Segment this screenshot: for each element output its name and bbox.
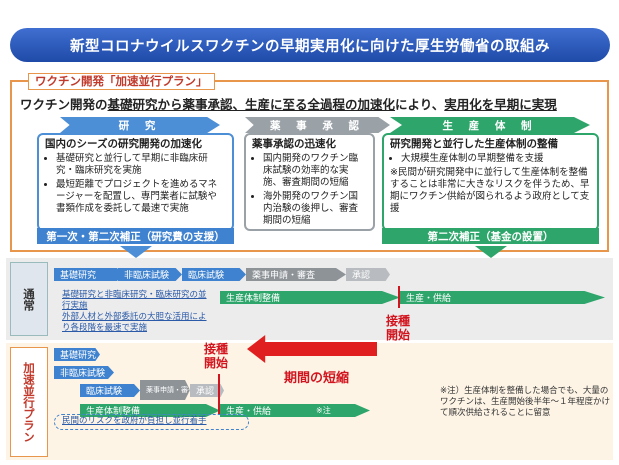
supply-note-mark: ※注 [316,406,331,415]
normal-step-approval: 承認 [346,268,390,281]
column-header-research: 研 究 [60,117,220,133]
normal-step-application: 薬事申請・審査 [246,268,346,281]
accel-band [6,343,613,460]
research-box-title: 国内のシーズの研究開発の加速化 [45,138,202,150]
plan-lead: ワクチン開発の基礎研究から薬事承認、生産に至る全過程の加速化により、実用化を早期… [20,94,605,114]
column-header-production: 生 産 体 制 [390,117,590,133]
accel-step-production-setup: 生産体制整備 [80,404,220,417]
normal-notes: 基礎研究と非臨床研究・臨床研究の並行実施 外部人材と外部委託の大胆な活用により各… [62,290,207,333]
risk-bracket [54,414,249,430]
normal-step-nonclinical: 非臨床試験 [118,268,182,281]
footnote: ※注）生産体制を整備した場合でも、大量のワクチンは、生産開始後半年～１年程度かけ… [440,386,611,418]
accel-step-approval: 承認 [190,384,224,397]
approval-item: 海外開発のワクチン国内治験の後押し、審査期間の短縮 [263,191,367,227]
lead-underline-2: 実用化を早期に実現 [444,97,557,112]
vaccination-start-accel: 接種 開始 [204,342,229,370]
funding-bar-research: 第一次・第二次補正（研究費の支援） [37,228,234,244]
approval-item: 国内開発のワクチン臨床試験の効率的な実施、審査期間の短縮 [263,153,367,189]
vaccination-marker-accel [218,374,220,414]
funding-bar-production: 第二次補正（基金の設置） [382,228,599,244]
production-box: 研究開発と並行した生産体制の整備 大規模生産体制の早期整備を支援 ※民間が研究開… [382,133,599,231]
column-header-approval: 薬 事 承 認 [245,117,390,133]
production-item: 大規模生産体制の早期整備を支援 [401,153,591,165]
down-arrow-icon [475,246,507,258]
approval-box: 薬事承認の迅速化 国内開発のワクチン臨床試験の効率的な実施、審査期間の短縮 海外… [244,133,375,231]
accel-step-application: 薬事申請・審査 [140,380,190,400]
accel-step-clinical: 臨床試験 [80,384,140,397]
normal-step-basic-research: 基礎研究 [54,268,124,281]
normal-row-label: 通常 [10,262,48,336]
lead-underline-1: 基礎研究から薬事承認、生産に至る全過程の加速化 [107,97,396,112]
period-shortening: 期間の短縮 [284,371,350,386]
page-title: 新型コロナウイルスワクチンの早期実用化に向けた厚生労働省の取組み [10,28,610,62]
production-box-title: 研究開発と並行した生産体制の整備 [390,138,558,150]
vaccination-marker-normal [398,286,400,308]
accel-step-basic-research: 基礎研究 [54,348,100,361]
production-note: ※民間が研究開発中に並行して生産体制を整備することは非常に大きなリスクを伴うため… [390,167,590,214]
normal-step-supply: 生産・供給 [400,291,605,304]
research-item: 最短距離でプロジェクトを進めるマネージャーを配置し、専門業者に試験や書類作成を委… [56,179,226,215]
lead-prefix: ワクチン開発の [20,97,108,112]
normal-step-production-setup: 生産体制整備 [220,291,400,304]
vaccination-start-normal: 接種 開始 [386,314,411,342]
accel-step-supply: 生産・供給 [220,404,370,417]
research-item: 基礎研究と並行して早期に非臨床研究・臨床研究を実施 [56,153,226,177]
plan-label: ワクチン開発「加速並行プラン」 [28,73,215,90]
research-box: 国内のシーズの研究開発の加速化 基礎研究と並行して早期に非臨床研究・臨床研究を実… [37,133,234,231]
lead-mid: により、 [395,97,445,112]
accel-step-nonclinical: 非臨床試験 [54,366,114,379]
accel-row-label: 加速並行プラン [10,347,48,457]
risk-note: 民間のリスクを政府が負担し並行着手 [62,416,207,426]
approval-box-title: 薬事承認の迅速化 [252,138,336,150]
down-arrow-icon [120,246,152,258]
normal-step-clinical: 臨床試験 [182,268,246,281]
